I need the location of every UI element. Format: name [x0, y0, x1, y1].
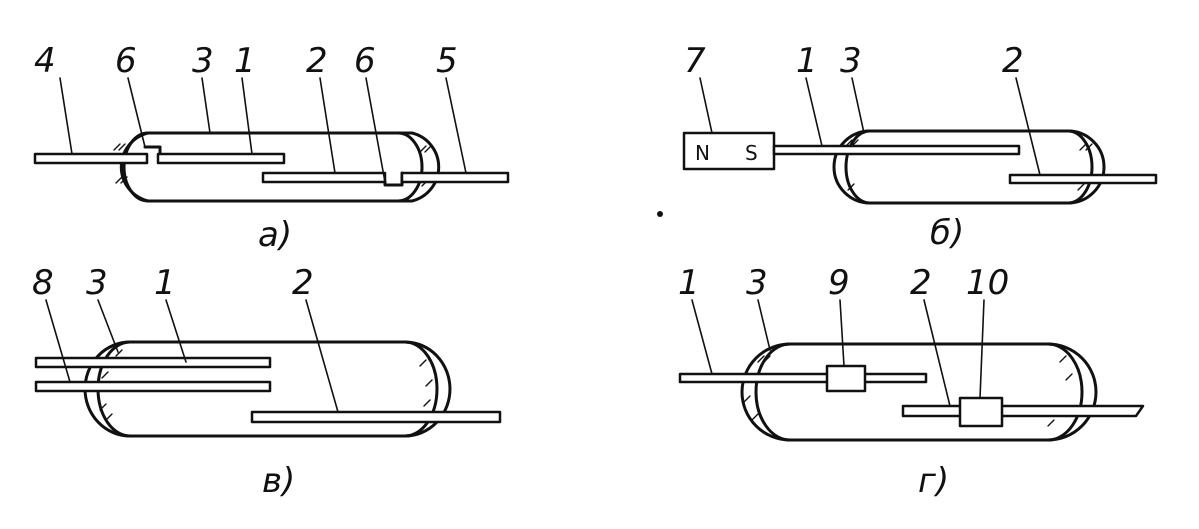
- label-b-3: 2: [1002, 41, 1024, 81]
- reed-contact-1: [772, 144, 1021, 156]
- glass-seal-right: [396, 131, 424, 203]
- spacer-6-left: [143, 145, 162, 156]
- label-b-1: 1: [796, 41, 818, 81]
- label-g-0: 1: [678, 263, 700, 303]
- panel-v: 8 3 1 2 в): [32, 263, 502, 501]
- caption-v: в): [262, 461, 295, 501]
- label-v-1: 3: [86, 263, 108, 303]
- caption-g: г): [918, 461, 949, 501]
- label-a-3: 1: [234, 41, 256, 81]
- ferromagnetic-block-10: [958, 396, 1004, 428]
- reed-contact-2: [261, 171, 387, 184]
- magnet-north-pole: N: [695, 141, 710, 165]
- reed-contact-2: [901, 404, 1145, 418]
- glass-seal-right: [1046, 342, 1084, 442]
- label-v-2: 1: [154, 263, 176, 303]
- reed-contact-1: [156, 152, 286, 165]
- reed-contact-2: [1008, 173, 1158, 185]
- label-b-2: 3: [840, 41, 862, 81]
- label-g-3: 2: [910, 263, 932, 303]
- label-g-2: 9: [828, 263, 850, 303]
- ferromagnetic-block-9: [825, 364, 867, 393]
- label-a-2: 3: [192, 41, 214, 81]
- label-a-5: 6: [354, 41, 376, 81]
- caption-a: а): [258, 215, 292, 255]
- panel-g: 1 3 9 2 10 г): [678, 263, 1145, 501]
- lead-4: [33, 152, 149, 165]
- magnet-south-pole: S: [745, 141, 758, 165]
- label-b-0: 7: [684, 41, 706, 81]
- glass-tube-outline: [740, 342, 1098, 442]
- glass-seal-left: [754, 342, 792, 442]
- seal-hatching: [113, 143, 432, 187]
- glass-tube-outline: [832, 129, 1106, 205]
- reed-contact-1: [34, 356, 272, 369]
- label-g-4: 10: [966, 263, 1009, 303]
- seal-hatching: [99, 349, 433, 421]
- glass-seal-left: [844, 129, 872, 205]
- panel-b: N S 7 1 3 2 б): [657, 41, 1158, 253]
- reed-contact-1: [678, 372, 928, 384]
- label-a-6: 5: [436, 41, 458, 81]
- glass-seal-right: [1066, 129, 1094, 205]
- label-v-3: 2: [292, 263, 314, 303]
- label-v-0: 8: [32, 263, 54, 303]
- panel-a: 4 6 3 1 2 6 5 а): [33, 41, 510, 255]
- label-a-0: 4: [34, 41, 56, 81]
- caption-b: б): [930, 213, 964, 253]
- label-a-1: 6: [115, 41, 137, 81]
- lead-5: [400, 171, 510, 184]
- seal-hatching: [743, 355, 1073, 427]
- glass-tube-outline: [119, 131, 441, 203]
- reed-contact-2: [250, 410, 502, 424]
- label-a-4: 2: [306, 41, 328, 81]
- glass-seal-left: [122, 131, 150, 203]
- spacer-6-right: [383, 171, 404, 187]
- label-g-1: 3: [746, 263, 768, 303]
- lead-8: [34, 380, 272, 393]
- glass-seal-right: [403, 340, 439, 438]
